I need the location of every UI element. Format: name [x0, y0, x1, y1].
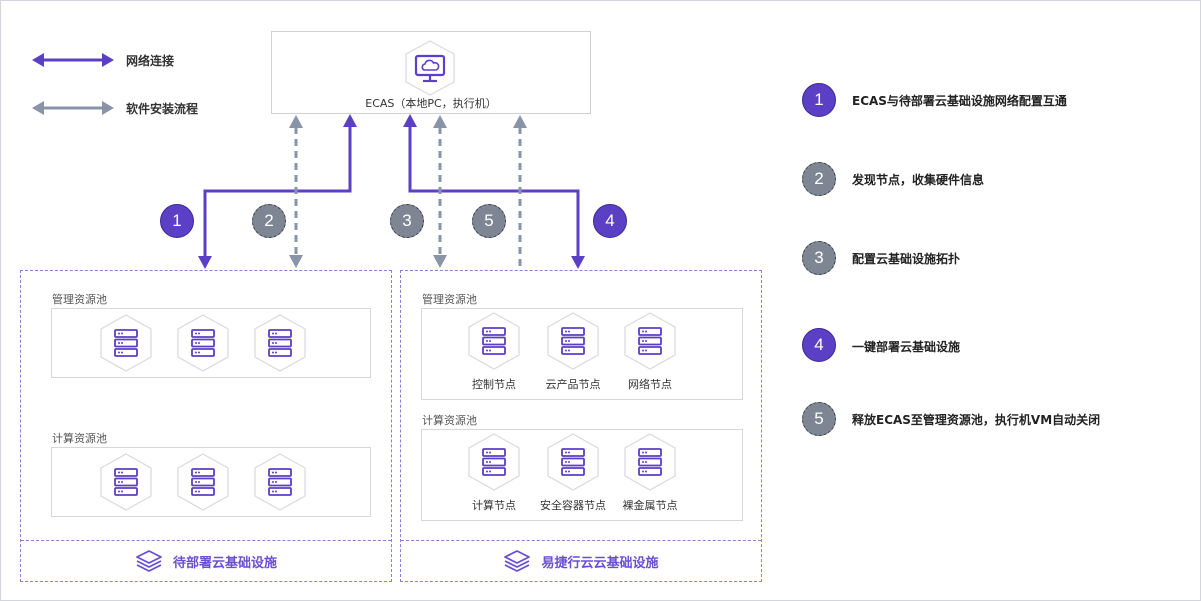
server-icon: [252, 313, 308, 373]
left-compute-pool: [51, 447, 371, 517]
layers-icon: [136, 550, 162, 572]
server-icon: [252, 452, 308, 512]
node-label-control: 控制节点: [472, 378, 516, 391]
left-mgmt-pool: [51, 308, 371, 378]
left-mgmt-pool-title: 管理资源池: [52, 293, 107, 306]
step-text-5: 释放ECAS至管理资源池，执行机VM自动关闭: [852, 413, 1101, 427]
node-label-cloud-product: 云产品节点: [545, 378, 601, 391]
server-icon: [466, 432, 522, 492]
diagram-badge-1: 1: [160, 204, 194, 238]
right-compute-pool-title: 计算资源池: [422, 414, 477, 427]
server-icon: [622, 432, 678, 492]
legend-install-label: 软件安装流程: [126, 102, 199, 116]
node-label-bare-metal: 裸金属节点: [622, 499, 678, 512]
server-icon: [98, 313, 154, 373]
step-text-2: 发现节点，收集硬件信息: [852, 173, 985, 187]
monitor-cloud-icon: [402, 38, 458, 96]
right-mgmt-pool: 控制节点 云产品节点 网络节点: [421, 308, 743, 400]
server-icon: [175, 313, 231, 373]
diagram-badge-4: 4: [593, 204, 627, 238]
step-text-1: ECAS与待部署云基础设施网络配置互通: [852, 94, 1067, 108]
server-icon: [545, 432, 601, 492]
right-compute-pool: 计算节点 安全容器节点 裸金属节点: [421, 429, 743, 521]
node-label-secure-container: 安全容器节点: [540, 499, 606, 512]
diagram-badge-2: 2: [252, 204, 286, 238]
step-text-3: 配置云基础设施拓扑: [852, 252, 961, 266]
diagram-badge-5: 5: [472, 204, 506, 238]
node-label-network: 网络节点: [628, 378, 672, 391]
left-infra-group: 管理资源池 计算资源池 待部署云基础设施: [20, 270, 392, 582]
ecas-label: ECAS（本地PC，执行机）: [365, 97, 497, 110]
step-badge-4: 4: [802, 328, 836, 362]
legend-network-label: 网络连接: [126, 54, 175, 68]
left-compute-pool-title: 计算资源池: [52, 432, 107, 445]
step-badge-2: 2: [802, 162, 836, 196]
step-badge-1: 1: [802, 83, 836, 117]
server-icon: [175, 452, 231, 512]
server-icon: [622, 311, 678, 371]
server-icon: [545, 311, 601, 371]
right-infra-footer: 易捷行云云基础设施: [401, 540, 761, 581]
node-label-compute: 计算节点: [472, 499, 516, 512]
diagram-badge-3: 3: [390, 204, 424, 238]
step-badge-5: 5: [802, 402, 836, 436]
right-infra-group: 管理资源池 控制节点 云产品节点 网络节点 计算资源池 计算节点 安全容器节点 …: [400, 270, 762, 582]
layers-icon: [504, 550, 531, 572]
right-infra-title: 易捷行云云基础设施: [541, 555, 659, 571]
left-infra-footer: 待部署云基础设施: [21, 540, 391, 581]
step-badge-3: 3: [802, 241, 836, 275]
left-infra-title: 待部署云基础设施: [172, 555, 277, 571]
server-icon: [466, 311, 522, 371]
step-text-4: 一键部署云基础设施: [852, 340, 961, 354]
right-mgmt-pool-title: 管理资源池: [422, 293, 477, 306]
server-icon: [98, 452, 154, 512]
ecas-box: ECAS（本地PC，执行机）: [271, 31, 591, 114]
